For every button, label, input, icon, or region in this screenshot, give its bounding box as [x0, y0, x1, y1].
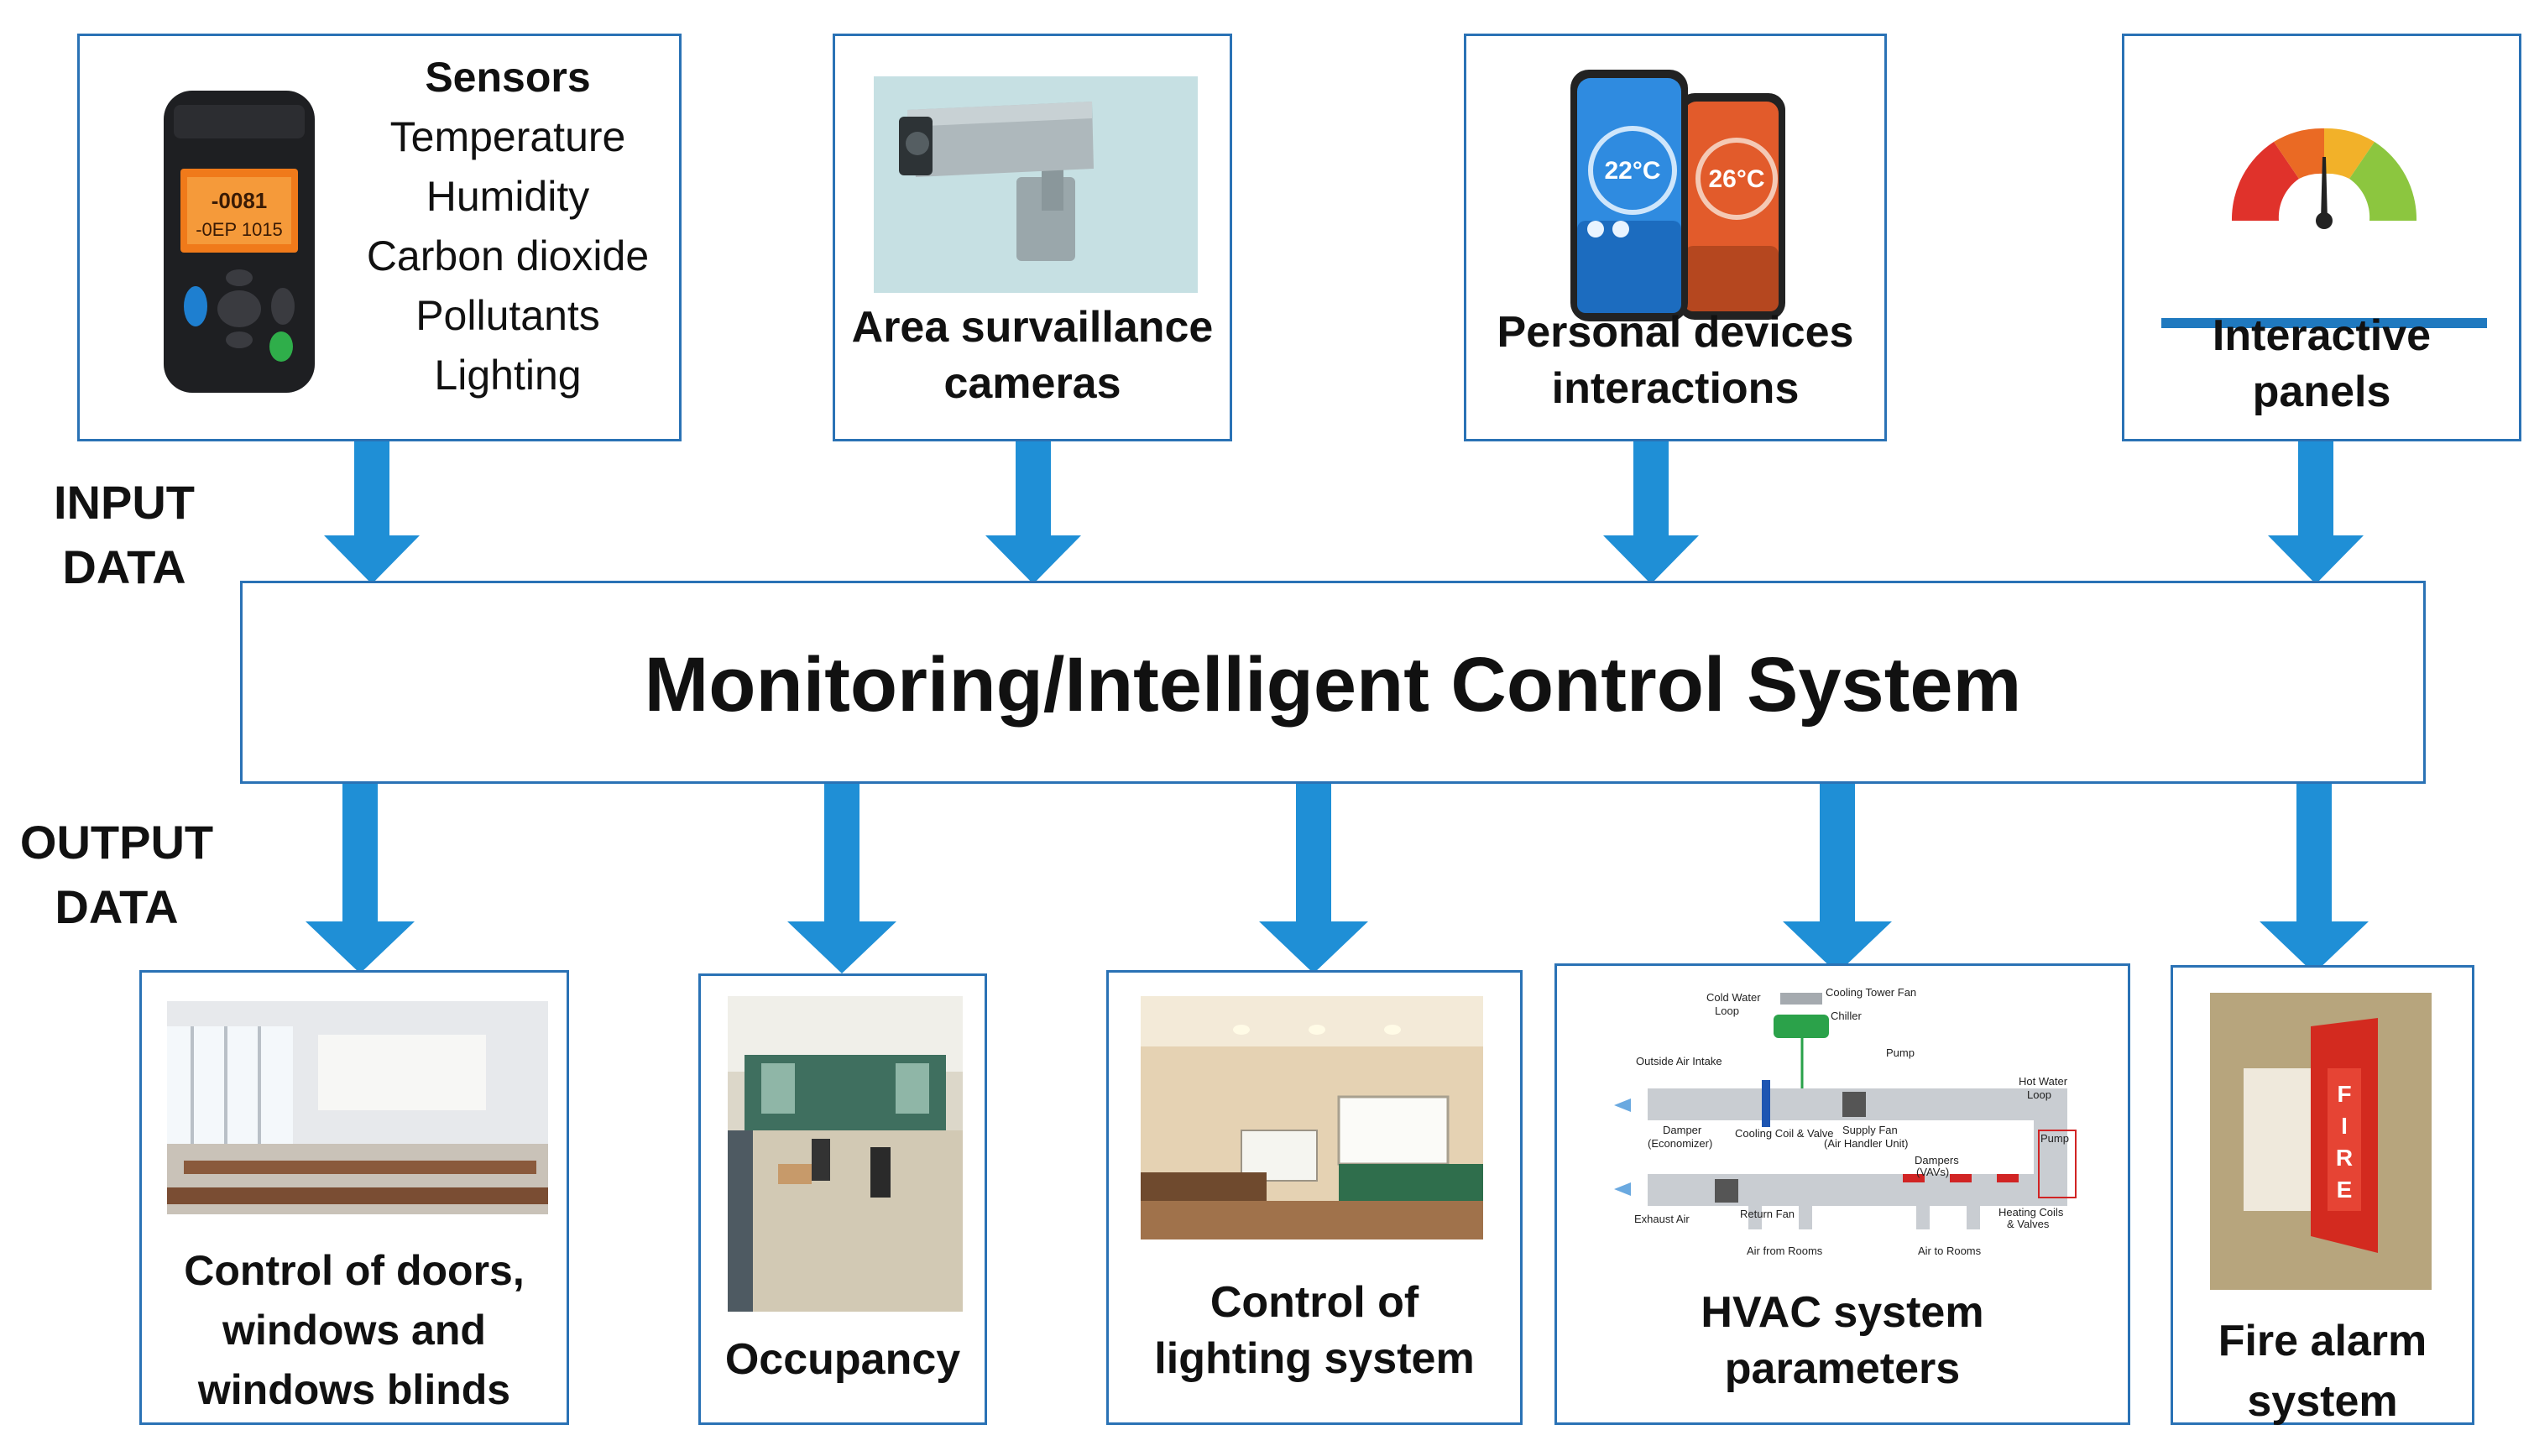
hvac-label: Exhaust Air: [1634, 1213, 1690, 1225]
personal-devices-label: Personal devices interactions: [1497, 308, 1854, 413]
sensor-item: Temperature: [389, 113, 626, 160]
fire-alarm-label: Fire alarm system: [2218, 1317, 2427, 1426]
hvac-label: Cooling Coil & Valve: [1735, 1127, 1834, 1140]
fire-sign-letter: E: [2337, 1177, 2353, 1203]
hvac-label: Supply Fan: [1842, 1124, 1898, 1136]
hallway-people-image: [728, 996, 963, 1312]
hvac-label: (VAVs): [1916, 1166, 1949, 1178]
cameras-box: Area survaillance cameras: [833, 34, 1232, 441]
hvac-label: Dampers: [1915, 1154, 1959, 1166]
output-arrow: [787, 784, 896, 973]
svg-text:-0EP 1015: -0EP 1015: [196, 219, 283, 240]
hvac-label: Outside Air Intake: [1636, 1055, 1722, 1067]
hvac-label: Heating Coils: [1998, 1206, 2064, 1219]
control-system-box: Monitoring/Intelligent Control System: [240, 581, 2426, 784]
occupancy-box: Occupancy: [698, 973, 987, 1425]
hvac-label: Pump: [1886, 1046, 1915, 1059]
input-data-label: INPUT DATA: [54, 476, 195, 594]
hvac-label: Air to Rooms: [1918, 1245, 1982, 1257]
fire-sign-letter: F: [2337, 1081, 2351, 1107]
cameras-label: Area survaillance cameras: [851, 303, 1214, 408]
sensor-item: Carbon dioxide: [366, 232, 650, 279]
personal-devices-box: 26°C 22°C Personal devices interactions: [1464, 34, 1887, 441]
smartphones-image: 26°C 22°C: [1560, 53, 1795, 330]
sensor-item: Lighting: [434, 352, 582, 399]
output-data-label: OUTPUT DATA: [19, 816, 214, 934]
hvac-label: Loop: [1715, 1005, 1739, 1017]
sensor-item: Pollutants: [415, 292, 600, 339]
hvac-schematic: Cold Water Loop Cooling Tower Fan Chille…: [1597, 981, 2101, 1263]
hvac-label: Hot Water: [2019, 1075, 2068, 1088]
hvac-label: Air from Rooms: [1747, 1245, 1823, 1257]
control-system-title: Monitoring/Intelligent Control System: [644, 642, 2022, 728]
phone-reading-left: 22°C: [1604, 157, 1660, 185]
air-quality-meter-image: -0081 -0EP 1015: [155, 86, 323, 397]
lecture-hall-image: [1141, 996, 1483, 1239]
hvac-label: Pump: [2040, 1132, 2069, 1145]
sensors-title: Sensors: [425, 54, 591, 101]
fire-sign-letter: I: [2341, 1113, 2348, 1139]
lighting-box: Control of lighting system: [1106, 970, 1523, 1425]
input-arrow: [2268, 441, 2364, 584]
classroom-windows-image: [167, 1001, 548, 1214]
hvac-label: Damper: [1663, 1124, 1702, 1136]
surveillance-camera-image: [874, 76, 1198, 293]
gauge-panel-image: [2161, 70, 2487, 338]
fire-alarm-box: F I R E Fire alarm system: [2171, 965, 2474, 1426]
svg-text:-0081: -0081: [212, 188, 268, 213]
input-arrow: [324, 441, 420, 584]
interactive-panels-label: Interactive panels: [2212, 311, 2432, 416]
occupancy-label: Occupancy: [724, 1335, 961, 1384]
hvac-label: Cold Water: [1706, 991, 1761, 1004]
output-arrow: [306, 784, 415, 973]
hvac-box: Cold Water Loop Cooling Tower Fan Chille…: [1554, 963, 2130, 1425]
doors-windows-box: Control of doors, windows and windows bl…: [139, 970, 569, 1425]
hvac-label: Chiller: [1831, 1010, 1863, 1022]
hvac-label: Return Fan: [1740, 1208, 1795, 1220]
fire-alarm-image: F I R E: [2210, 993, 2432, 1290]
sensors-text: Sensors Temperature Humidity Carbon diox…: [357, 48, 659, 405]
hvac-label-text: HVAC system parameters: [1701, 1288, 1984, 1393]
sensors-box: -0081 -0EP 1015 Sensors Temperature Humi…: [77, 34, 682, 441]
lighting-label: Control of lighting system: [1154, 1278, 1475, 1383]
fire-sign-letter: R: [2336, 1145, 2353, 1171]
output-arrow: [1259, 784, 1368, 973]
hvac-label: Loop: [2027, 1088, 2051, 1101]
output-arrow: [2260, 784, 2369, 973]
input-arrow: [1603, 441, 1699, 584]
input-arrow: [985, 441, 1081, 584]
output-arrow: [1783, 784, 1892, 973]
hvac-label: & Valves: [2007, 1218, 2050, 1230]
interactive-panels-box: Interactive panels: [2122, 34, 2521, 441]
phone-reading-right: 26°C: [1708, 165, 1764, 193]
doors-windows-label: Control of doors, windows and windows bl…: [184, 1247, 525, 1413]
sensor-item: Humidity: [426, 173, 590, 220]
hvac-label: Cooling Tower Fan: [1826, 986, 1916, 999]
hvac-label: (Economizer): [1648, 1137, 1712, 1150]
hvac-label: (Air Handler Unit): [1824, 1137, 1908, 1150]
